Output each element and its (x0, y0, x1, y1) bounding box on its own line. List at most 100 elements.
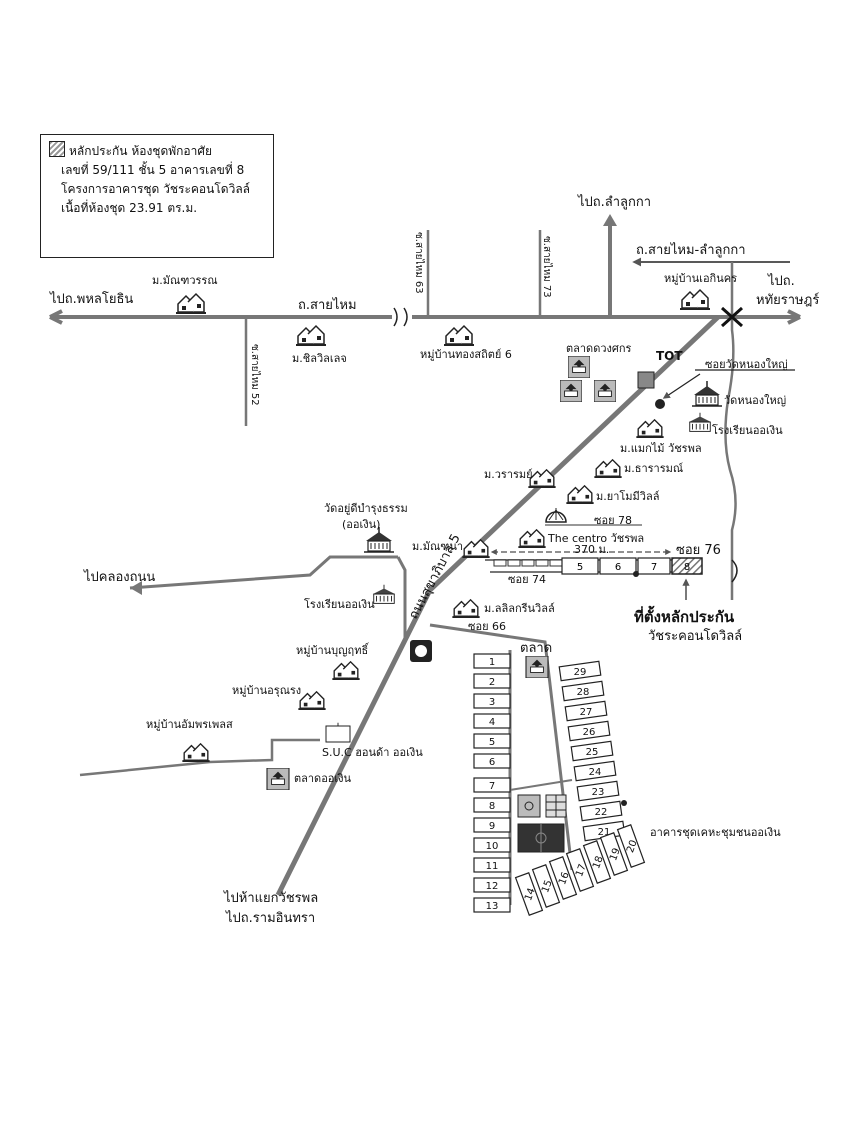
label-mantana: ม.มัณฑนา (412, 540, 463, 553)
market-icon (594, 380, 616, 402)
condo-building: 7 (473, 777, 511, 793)
label-soi-76: ซอย 76 (676, 543, 721, 558)
label-waramai: ม.วรารมย์ (484, 468, 533, 481)
condo-building: 20 (616, 824, 646, 868)
house-icon (176, 293, 206, 314)
condo-building: 27 (564, 700, 608, 722)
svg-text:13: 13 (486, 901, 499, 912)
label-chilvillage: ม.ชิลวิลเลจ (292, 352, 347, 365)
house-icon (518, 528, 546, 548)
shell-icon (545, 508, 567, 523)
label-wat-nongyai: วัดหนองใหญ่ (724, 394, 786, 407)
label-talad: ตลาด (520, 641, 552, 656)
label-soi-73: ซ.สายไหม 73 (541, 236, 553, 298)
label-ekkanakorn: หมู่บ้านเอกินคร (664, 272, 737, 285)
legend-box: หลักประกัน ห้องชุดพักอาศัย เลขที่ 59/111… (40, 134, 274, 258)
label-soi-52: ซ.สายไหม 52 (249, 344, 261, 406)
legend-line-4: เนื้อที่ห้องชุด 23.91 ตร.ม. (61, 201, 198, 215)
landmark-dot-icon (655, 399, 665, 409)
condo-building: 19 (599, 832, 629, 876)
svg-text:1: 1 (489, 657, 495, 668)
svg-text:17: 17 (574, 863, 589, 879)
svg-text:14: 14 (523, 887, 538, 903)
label-soi-63: ซ.สายไหม 63 (413, 232, 425, 294)
legend-line-3: โครงการอาคารชุด วัชระคอนโดวิลล์ (61, 182, 251, 196)
label-manthawan: ม.มัณฑวรรณ (152, 274, 218, 287)
label-sai-mai-road: ถ.สายไหม (298, 297, 357, 313)
svg-text:22: 22 (595, 807, 608, 818)
market-icon (560, 380, 582, 402)
house-icon (636, 418, 664, 438)
building-row-5-8: 5 6 7 8 (561, 557, 703, 577)
svg-text:23: 23 (592, 787, 605, 798)
legend-line-1: หลักประกัน ห้องชุดพักอาศัย (69, 144, 213, 158)
label-wat-yudee-2: (ออเงิน) (342, 518, 380, 531)
condo-building: 24 (573, 760, 617, 782)
label-soi-74: ซอย 74 (508, 573, 546, 586)
house-icon (680, 289, 710, 310)
condo-building: 3 (473, 693, 511, 709)
condo-building: 22 (579, 800, 623, 822)
sports-court-icon (517, 794, 567, 853)
label-condo-desc: อาคารชุดเคหะชุมชนออเงิน (650, 826, 781, 839)
house-icon (452, 598, 480, 618)
svg-text:8: 8 (684, 562, 690, 573)
temple-icon (691, 380, 723, 407)
label-to-khlong: ไปคลองถนน (83, 569, 155, 585)
shophouse-row-icon (493, 559, 563, 567)
label-maekmai: ม.แมกไม้ วัชรพล (620, 442, 702, 455)
label-to-hathai: ไปถ. (767, 273, 795, 289)
svg-text:25: 25 (586, 747, 599, 758)
svg-text:4: 4 (489, 717, 495, 728)
svg-text:19: 19 (608, 847, 623, 863)
condo-building: 23 (576, 780, 620, 802)
label-to-watcharaphon: ไปห้าแยกวัชรพล (223, 890, 318, 906)
label-soi-66: ซอย 66 (468, 620, 506, 633)
house-icon (298, 690, 326, 710)
honda-building-icon (325, 725, 351, 743)
house-icon (462, 538, 490, 558)
house-icon (182, 742, 210, 762)
label-to-phahon: ไปถ.พหลโยธิน (49, 291, 133, 307)
condo-building: 12 (473, 877, 511, 893)
label-thararom: ม.ธารารมณ์ (624, 462, 683, 475)
road-sukhaphiban-5 (275, 315, 720, 897)
label-to-lamlukka: ไปถ.ลำลูกกา (577, 194, 651, 210)
house-icon (444, 325, 474, 346)
svg-text:5: 5 (577, 562, 583, 573)
tot-icon: TOT (656, 349, 683, 363)
collateral-building (671, 557, 703, 575)
road-nong-yai (724, 262, 737, 600)
svg-text:16: 16 (557, 871, 572, 887)
label-yamano: ม.ยาโมมีวิลล์ (596, 489, 659, 503)
house-icon (296, 325, 326, 346)
svg-text:26: 26 (583, 727, 596, 738)
condo-building: 8 (473, 797, 511, 813)
label-soi-78: ซอย 78 (594, 514, 632, 527)
svg-text:10: 10 (486, 841, 499, 852)
condo-building: 25 (570, 740, 614, 762)
svg-text:21: 21 (598, 827, 611, 838)
label-talad-ongoen: ตลาดออเงิน (294, 772, 352, 785)
svg-text:29: 29 (574, 667, 587, 678)
condo-building: 13 (473, 897, 511, 913)
school-icon (688, 412, 712, 432)
condo-building: 29 (558, 660, 602, 682)
intersection-icon (720, 306, 744, 328)
svg-text:8: 8 (489, 801, 495, 812)
house-icon (594, 458, 622, 478)
label-distance: 370 ม. (574, 543, 609, 556)
bank-icon (637, 371, 655, 389)
condo-building: 18 (582, 840, 612, 884)
label-collateral-2: วัชระคอนโดวิลล์ (648, 628, 742, 644)
svg-text:5: 5 (489, 737, 495, 748)
condo-building: 6 (473, 753, 511, 769)
label-collateral: ที่ตั้งหลักประกัน (634, 605, 735, 626)
label-arunron: หมู่บ้านอรุณรง (232, 684, 301, 697)
house-icon (332, 660, 360, 680)
condo-building: 14 (514, 872, 544, 916)
market-icon (525, 656, 549, 678)
condo-building: 15 (531, 864, 561, 908)
